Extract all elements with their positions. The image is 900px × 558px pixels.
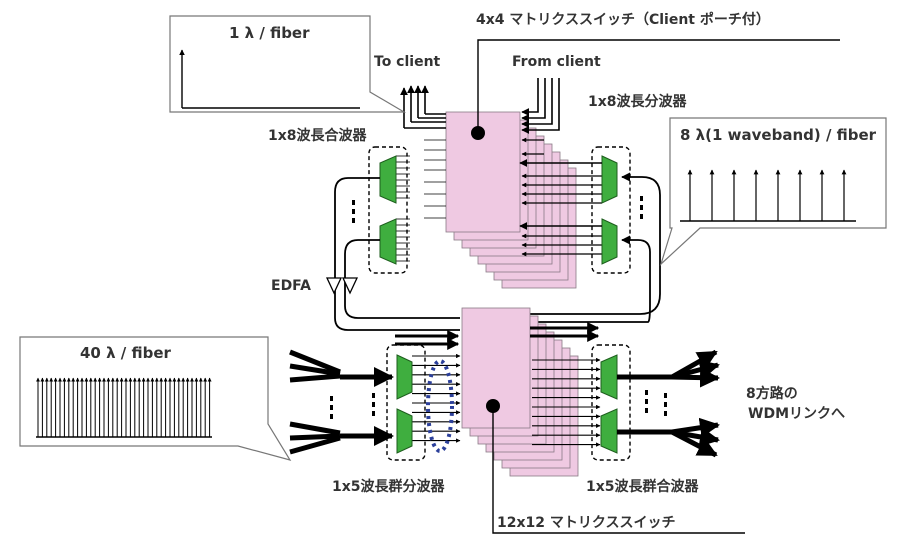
demux-1x5-top	[396, 354, 413, 400]
mux-1x8-top	[379, 155, 397, 204]
demux-1x5-group	[386, 344, 426, 461]
edfa-label: EDFA	[271, 278, 311, 294]
input-fan-dots	[330, 396, 333, 419]
callout-dense-wavelength	[19, 336, 292, 461]
mux-1x5-dots	[645, 390, 648, 413]
loop-into-12x12	[395, 322, 600, 350]
loop-fibers	[334, 172, 661, 331]
to-client-arrows	[400, 85, 446, 129]
demux-1x5-label: 1x5波長群分波器	[332, 478, 446, 495]
output-fiber-fan	[617, 349, 720, 458]
matrix-switch-4x4-stack	[445, 111, 577, 289]
demux-1x8-dots	[640, 196, 643, 219]
mux-1x8-label: 1x8波長合波器	[268, 127, 368, 144]
demux-1x8-label: 1x8波長分波器	[588, 93, 688, 110]
switch-4x4-title: 4x4 マトリクススイッチ（Client ポーチ付）	[476, 11, 770, 28]
mux-1x8-group	[368, 146, 408, 274]
switch-12x12-io-lines	[412, 353, 601, 447]
switch-4x4-io-lines	[396, 137, 602, 262]
highlight-ellipse	[426, 359, 454, 453]
switch-12x12-title: 12x12 マトリクススイッチ	[497, 515, 675, 531]
demux-to-switch-arrows	[519, 159, 602, 230]
from-client-arrows	[521, 78, 560, 134]
leader-lines	[477, 39, 840, 534]
demux-1x8-bottom	[601, 218, 618, 265]
from-client-label: From client	[512, 54, 601, 70]
mux-1x8-dots	[352, 200, 355, 223]
mux-1x8-bottom	[379, 218, 397, 265]
demux-1x8-top	[601, 155, 618, 204]
mux-1x5-bottom	[600, 408, 618, 454]
matrix-switch-12x12-stack	[461, 307, 579, 477]
callout-single-wavelength	[169, 15, 407, 113]
edfa-amplifiers	[325, 277, 359, 295]
callout-waveband	[659, 117, 887, 266]
wdm-link-label-line2: WDMリンクへ	[748, 406, 845, 422]
demux-1x5-bottom	[396, 408, 413, 454]
mux-1x5-label: 1x5波長群合波器	[586, 478, 700, 495]
mux-1x5-group	[591, 344, 631, 461]
input-fiber-fan	[289, 349, 394, 455]
mux-1x5-top	[600, 354, 618, 400]
demux-1x8-group	[591, 146, 631, 274]
output-fan-dots	[664, 393, 667, 416]
single-wavelength-title: 1 λ / fiber	[229, 24, 310, 42]
to-client-label: To client	[374, 54, 441, 70]
demux-1x5-dots	[372, 393, 375, 416]
waveband-title: 8 λ(1 waveband) / fiber	[680, 126, 877, 144]
wdm-link-label-line1: 8方路の	[746, 385, 798, 402]
dense-wavelength-title: 40 λ / fiber	[80, 344, 172, 362]
